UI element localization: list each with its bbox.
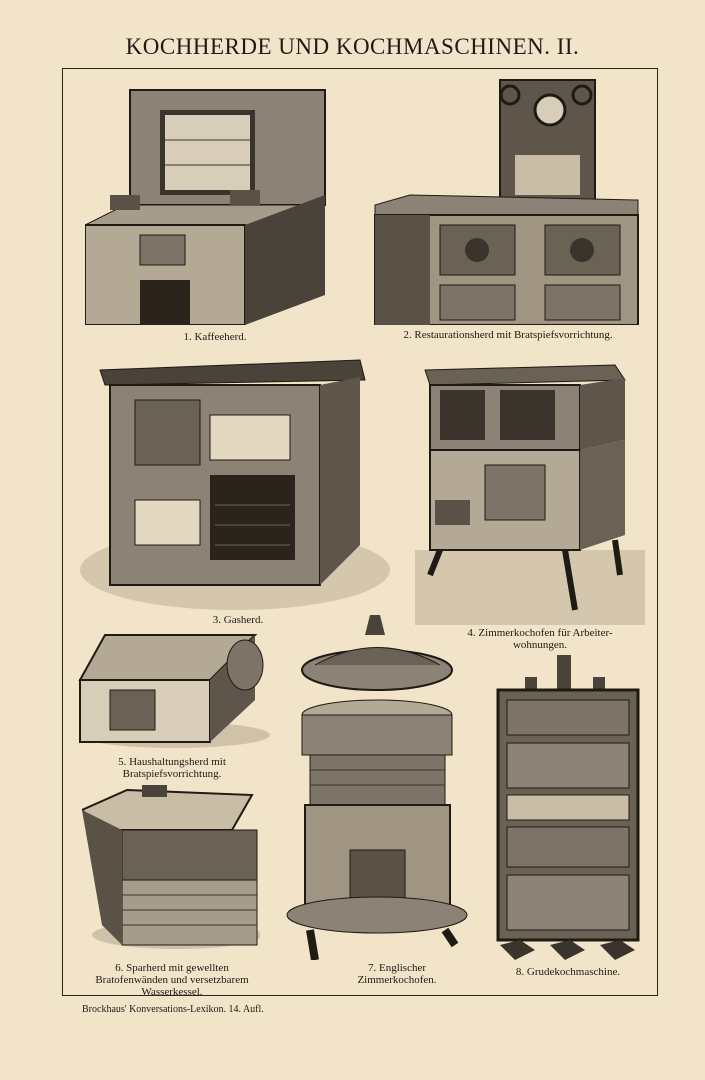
caption-line: wohnungen.	[512, 639, 568, 651]
illustration-grudekochmaschine	[495, 655, 642, 965]
illustration-gasherd	[80, 355, 390, 610]
illustration-sparherd	[82, 785, 260, 950]
plate-frame	[62, 68, 658, 996]
caption-4: 4. Zimmerkochofen für Arbeiter-wohnungen…	[467, 627, 612, 651]
caption-line: 4. Zimmerkochofen für Arbeiter-	[467, 627, 613, 639]
illustration-englischer-zimmerkochofen	[285, 615, 470, 960]
caption-line: Bratofenwänden und versetzbarem	[95, 974, 249, 986]
caption-line: Wasserkessel.	[141, 986, 203, 998]
footer-source: Brockhaus' Konversations-Lexikon. 14. Au…	[82, 1004, 264, 1015]
illustration-restaurationsherd	[370, 75, 642, 325]
caption-line: Zimmerkochofen.	[357, 974, 437, 986]
caption-1: 1. Kaffeeherd.	[183, 331, 246, 343]
caption-line: Bratspiefsvorrichtung.	[122, 768, 222, 780]
caption-2: 2. Restaurationsherd mit Bratspiefsvorri…	[403, 329, 612, 341]
caption-line: 3. Gasherd.	[212, 614, 264, 626]
caption-line: 1. Kaffeeherd.	[183, 331, 247, 343]
plate-title: KOCHHERDE UND KOCHMASCHINEN. II.	[125, 34, 580, 59]
caption-line: 2. Restaurationsherd mit Bratspiefsvorri…	[403, 329, 613, 341]
caption-line: 7. Englischer	[367, 962, 427, 974]
illustration-haushaltungsherd	[75, 630, 270, 748]
caption-line: 5. Haushaltungsherd mit	[118, 756, 226, 768]
caption-8: 8. Grudekochmaschine.	[516, 966, 620, 978]
caption-line: 6. Sparherd mit gewellten	[115, 962, 229, 974]
illustration-zimmerkochofen	[415, 350, 645, 625]
caption-3: 3. Gasherd.	[213, 614, 263, 626]
caption-line: 8. Grudekochmaschine.	[515, 966, 621, 978]
illustration-kaffeeherd	[85, 85, 330, 325]
